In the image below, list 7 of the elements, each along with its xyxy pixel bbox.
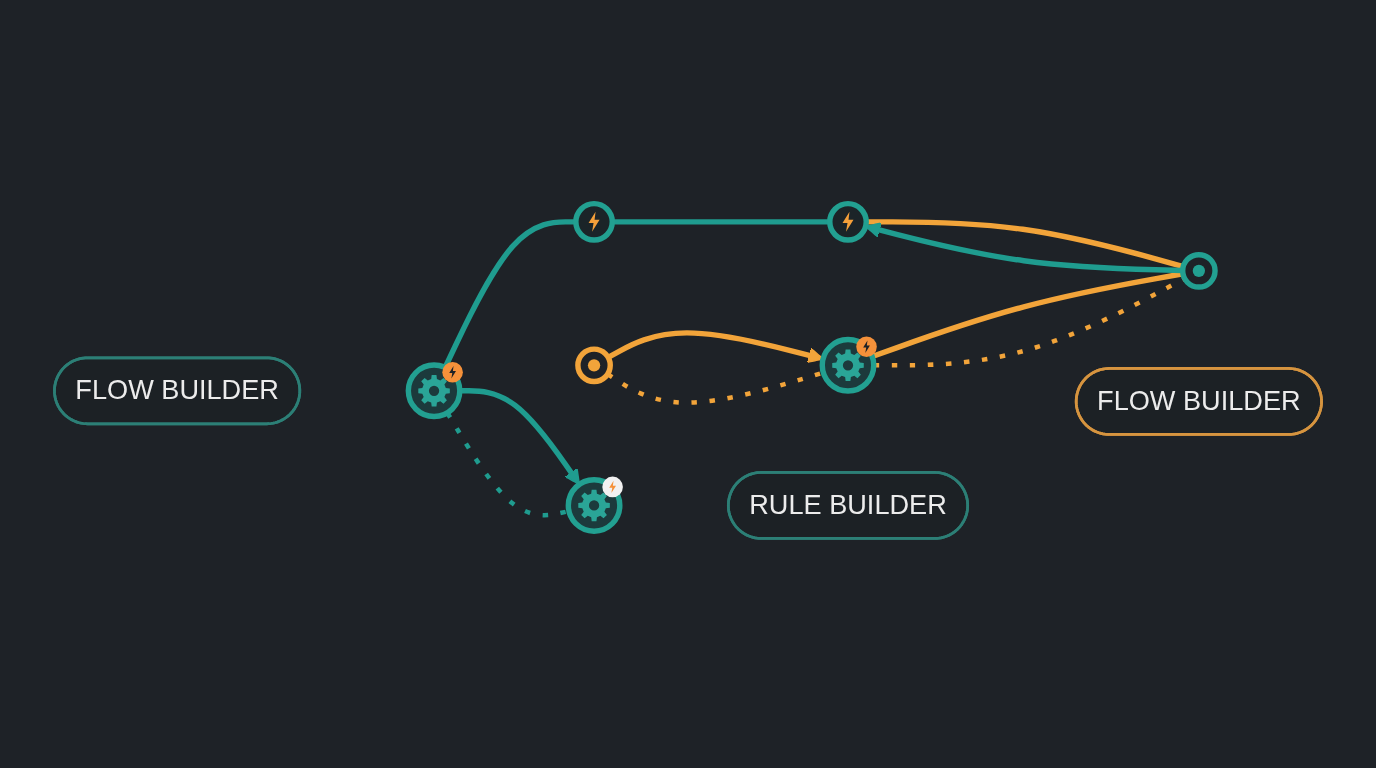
node-circle [575, 346, 613, 385]
node-circle [827, 200, 869, 243]
node-circle [1179, 251, 1218, 290]
connector [606, 370, 824, 405]
arrow [459, 388, 581, 486]
node-circle [573, 200, 615, 243]
connector [612, 219, 830, 225]
